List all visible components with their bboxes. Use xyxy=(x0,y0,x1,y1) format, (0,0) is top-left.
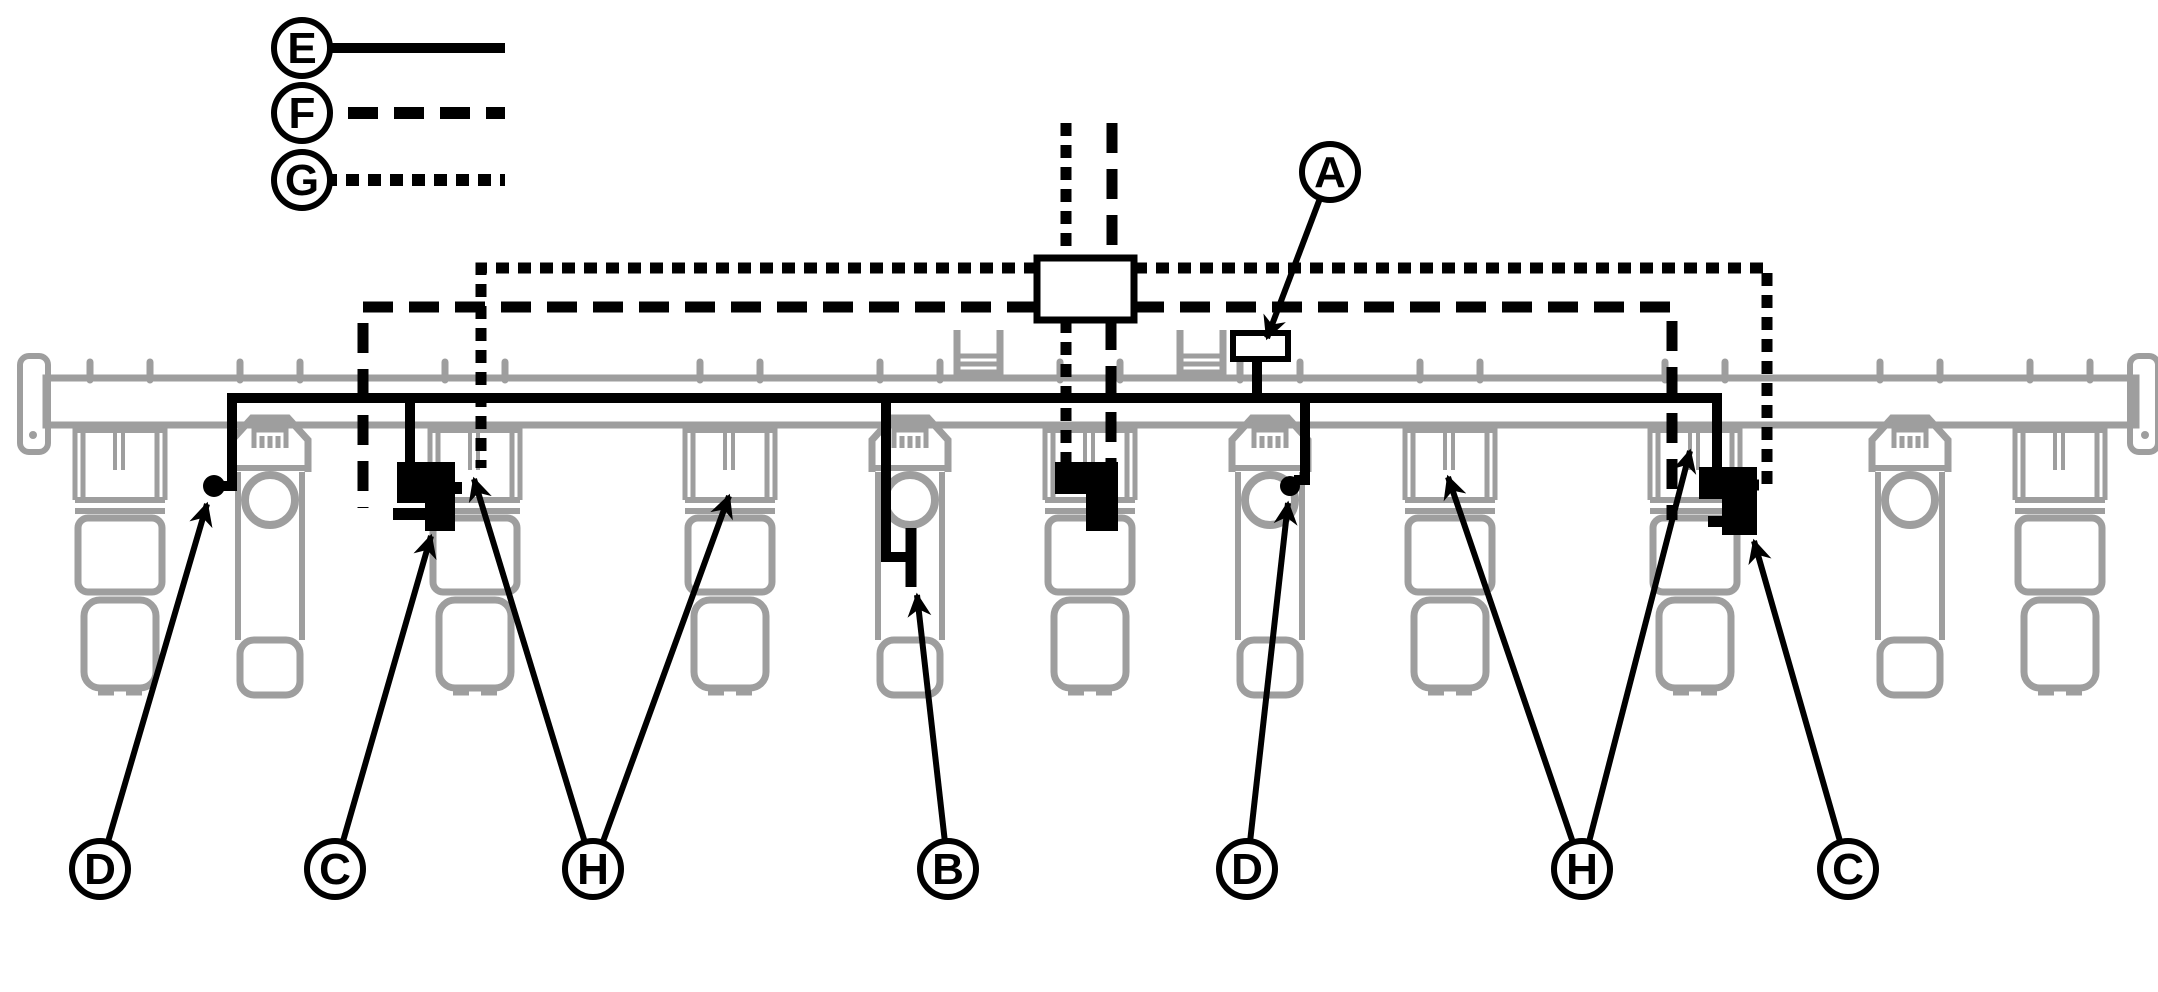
callout-d-left: D xyxy=(69,838,131,900)
row-unit xyxy=(1402,358,1498,696)
callout-h-right-label: H xyxy=(1566,845,1598,894)
arrow-h-right-2 xyxy=(1579,448,1697,870)
central-junction-box xyxy=(1033,254,1138,324)
harness-end-dot-right xyxy=(1280,476,1300,496)
arrow-c-left xyxy=(332,533,437,870)
center-connector-block xyxy=(1055,462,1118,531)
left-connector-block xyxy=(393,462,462,531)
a-module-box xyxy=(1230,330,1291,362)
row-unit xyxy=(72,358,168,696)
planter-machine-outline xyxy=(17,330,2158,699)
planter-row-units xyxy=(72,358,2108,699)
toolbar-end-plate-right xyxy=(2127,353,2158,455)
arrow-h-right-1 xyxy=(1443,474,1585,870)
row-unit-with-hopper xyxy=(1868,358,1952,699)
arrow-c-right xyxy=(1748,538,1851,870)
legend-item-e-circle xyxy=(271,17,333,79)
toolbar-end-plate-left xyxy=(17,353,51,455)
row-unit xyxy=(682,358,778,696)
callout-c-left: C xyxy=(304,838,366,900)
solid-main-harness xyxy=(203,359,1722,587)
callout-b: B xyxy=(917,838,979,900)
hitch-mast-right xyxy=(1176,330,1227,378)
callout-a: A xyxy=(1299,141,1361,203)
callout-c-left-label: C xyxy=(319,845,351,894)
arrow-h-left-1 xyxy=(468,476,596,870)
row-unit-with-hopper xyxy=(228,358,312,699)
row-unit-with-hopper xyxy=(868,358,952,699)
arrow-d-right xyxy=(1244,500,1298,870)
arrow-b xyxy=(907,592,951,870)
legend-item-g-label: G xyxy=(285,156,319,205)
legend-item-g-circle xyxy=(271,149,333,211)
wiring-overlay xyxy=(203,123,1773,587)
callout-b-label: B xyxy=(932,845,964,894)
legend-item-f-circle xyxy=(271,82,333,144)
arrow-h-left-2 xyxy=(590,493,733,871)
dashed-harness xyxy=(357,123,1678,520)
harness-end-dot-left xyxy=(203,475,225,497)
main-harness-line xyxy=(216,393,1722,491)
dotted-branch-right xyxy=(1134,262,1773,491)
callout-h-left: H xyxy=(562,838,624,900)
callout-circles: A D C H B D H C xyxy=(69,141,1879,900)
row-unit xyxy=(2012,358,2108,696)
legend-item-f-label: F xyxy=(289,89,316,138)
legend: E F G xyxy=(271,17,505,211)
right-connector-block xyxy=(1699,467,1757,535)
callout-h-left-label: H xyxy=(577,845,609,894)
callout-c-right: C xyxy=(1817,838,1879,900)
drop-to-b-connector xyxy=(881,393,906,562)
callout-d-left-label: D xyxy=(84,845,116,894)
callout-arrows xyxy=(97,170,1851,871)
hitch-mast-left xyxy=(953,330,1004,378)
legend-item-e-label: E xyxy=(287,24,316,73)
callout-c-right-label: C xyxy=(1832,845,1864,894)
callout-a-label: A xyxy=(1314,148,1346,197)
callout-h-right: H xyxy=(1551,838,1613,900)
arrow-d-left xyxy=(97,501,213,870)
callout-d-right-label: D xyxy=(1231,845,1263,894)
dashed-branch-left xyxy=(357,301,1037,508)
callout-d-right: D xyxy=(1216,838,1278,900)
